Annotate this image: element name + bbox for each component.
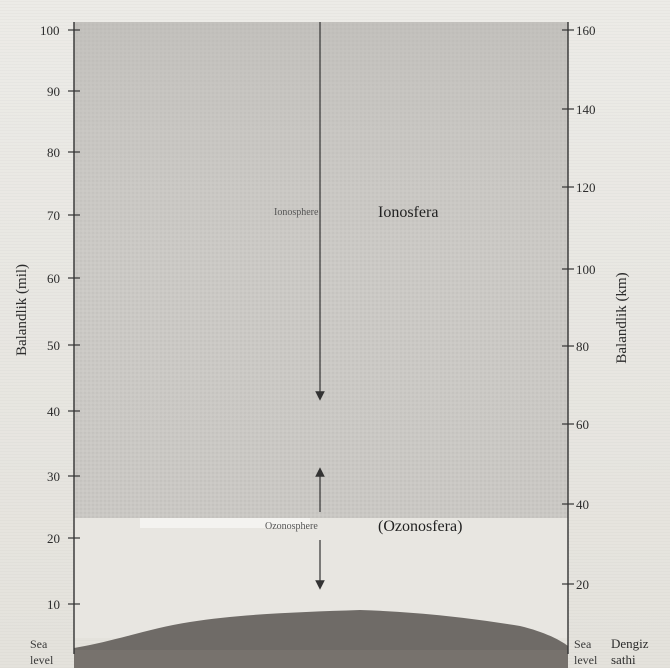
right-tick-label-60: 60 xyxy=(576,417,589,432)
ionosphere-label-uzbek: Ionosfera xyxy=(378,204,438,221)
sea-level-label-line1: Dengiz xyxy=(611,636,649,651)
ground-base xyxy=(74,650,568,668)
left-tick-label-30: 30 xyxy=(47,469,60,484)
left-tick-label-50: 50 xyxy=(47,338,60,353)
left-sea-label: Sea xyxy=(30,637,48,651)
ozonosphere-label-english: Ozonosphere xyxy=(265,521,318,532)
ozonosphere-label-uzbek: (Ozonosfera) xyxy=(378,518,462,535)
right-tick-label-80: 80 xyxy=(576,339,589,354)
left-tick-label-40: 40 xyxy=(47,404,60,419)
right-tick-label-140: 140 xyxy=(576,102,596,117)
left-tick-label-90: 90 xyxy=(47,84,60,99)
ionosphere-label-english: Ionosphere xyxy=(274,207,319,218)
left-tick-label-100: 100 xyxy=(40,23,60,38)
right-tick-label-100: 100 xyxy=(576,262,596,277)
right-tick-label-160: 160 xyxy=(576,23,596,38)
left-axis-ticks xyxy=(68,29,80,605)
left-axis-title: Balandlik (mil) xyxy=(14,264,30,356)
right-tick-label-120: 120 xyxy=(576,180,596,195)
right-axis-title: Balandlik (km) xyxy=(614,272,630,363)
left-axis-tick-labels: 100 90 80 70 60 50 40 30 20 10 Sea level xyxy=(30,23,60,667)
right-level-label: level xyxy=(574,653,598,667)
left-tick-label-80: 80 xyxy=(47,145,60,160)
left-tick-label-10: 10 xyxy=(47,597,60,612)
right-sea-label: Sea xyxy=(574,637,592,651)
ozone-light-strip xyxy=(140,518,310,528)
left-tick-label-60: 60 xyxy=(47,271,60,286)
right-axis-ticks xyxy=(562,29,574,585)
right-axis-tick-labels: 160 140 120 100 80 60 40 20 Sea level xyxy=(574,23,598,667)
ground-silhouette xyxy=(74,610,568,654)
right-tick-label-20: 20 xyxy=(576,577,589,592)
sea-level-label-line2: sathi xyxy=(611,652,636,667)
left-tick-label-70: 70 xyxy=(47,208,60,223)
upper-atmosphere-shading xyxy=(74,22,568,518)
left-level-label: level xyxy=(30,653,54,667)
left-tick-label-20: 20 xyxy=(47,531,60,546)
right-tick-label-40: 40 xyxy=(576,497,589,512)
